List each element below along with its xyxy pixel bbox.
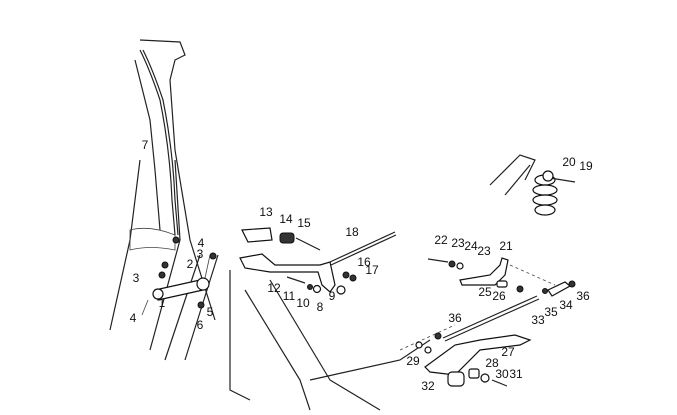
part-label: 8 [317, 300, 324, 314]
part-label: 27 [501, 345, 515, 359]
part-label: 12 [267, 281, 281, 295]
part-label: 5 [207, 305, 214, 319]
part-label: 35 [544, 305, 558, 319]
part-label: 22 [434, 233, 448, 247]
part-label: 30 [495, 367, 509, 381]
part-label: 36 [576, 289, 590, 303]
part-label: 14 [279, 212, 293, 226]
part-label: 19 [579, 159, 593, 173]
part-label: 26 [492, 289, 506, 303]
part-label: 28 [485, 356, 499, 370]
part-number-labels: 7 13 14 15 18 4 3 2 3 4 1 6 5 12 11 10 8… [130, 138, 593, 393]
part-label: 13 [259, 205, 273, 219]
brake-cable [139, 49, 180, 244]
part-label: 10 [296, 296, 310, 310]
part-label: 15 [297, 216, 311, 230]
part-label: 6 [197, 318, 204, 332]
part-label: 33 [531, 313, 545, 327]
part-label: 24 [464, 239, 478, 253]
part-label: 3 [197, 247, 204, 261]
part-label: 4 [198, 236, 205, 250]
part-label: 21 [499, 239, 513, 253]
part-label: 9 [329, 289, 336, 303]
brake-pedal [239, 227, 397, 295]
part-label: 32 [421, 379, 435, 393]
part-label: 31 [509, 367, 523, 381]
part-label: 11 [283, 289, 296, 303]
part-label: 36 [448, 311, 462, 325]
brake-linkage [141, 252, 217, 316]
part-label: 2 [187, 257, 194, 271]
part-label: 4 [130, 311, 137, 325]
part-label: 20 [562, 155, 576, 169]
part-label: 1 [159, 296, 166, 310]
part-label: 16 [357, 255, 371, 269]
shock-absorber [489, 154, 576, 216]
part-label: 23 [451, 236, 465, 250]
part-label: 3 [133, 271, 140, 285]
part-label: 23 [477, 244, 491, 258]
part-label: 25 [478, 285, 492, 299]
part-label: 29 [406, 354, 420, 368]
part-label: 18 [345, 225, 359, 239]
gear-linkage [399, 257, 576, 387]
part-label: 17 [365, 263, 379, 277]
part-label: 34 [559, 298, 573, 312]
part-label: 7 [142, 138, 149, 152]
